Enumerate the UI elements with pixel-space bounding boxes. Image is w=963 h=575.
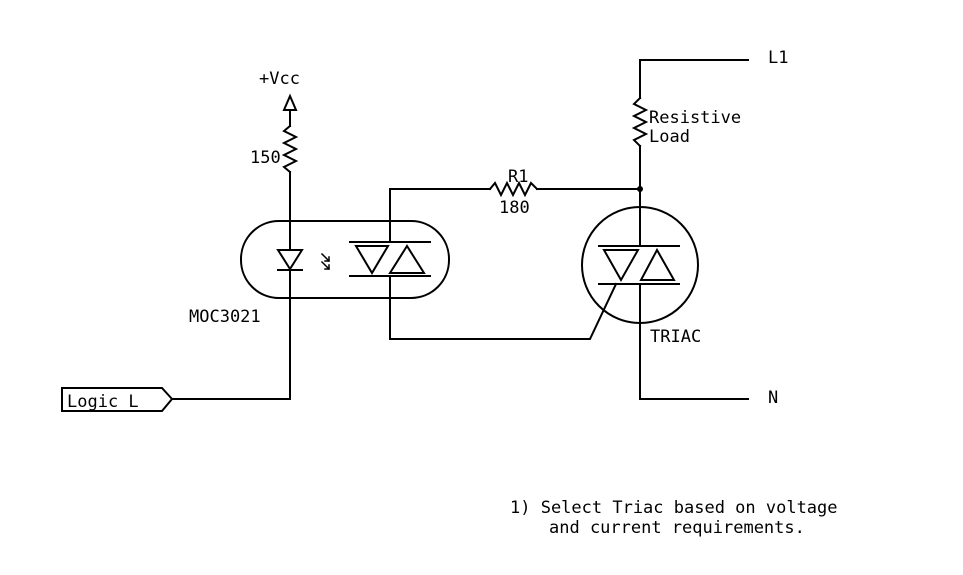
wire-led-to-logic xyxy=(171,269,291,400)
optocoupler-package xyxy=(240,220,450,299)
wire-opto-to-r1 xyxy=(389,188,491,243)
triac-label: TRIAC xyxy=(650,327,701,347)
resistor-r1 xyxy=(488,180,539,198)
resistive-load xyxy=(631,96,649,148)
logic-input-flag xyxy=(61,387,174,412)
n-label: N xyxy=(768,388,778,408)
r1-value: 180 xyxy=(499,198,530,218)
l1-label: L1 xyxy=(768,48,788,68)
vcc-label: +Vcc xyxy=(259,69,300,89)
light-emission-icon xyxy=(320,252,331,271)
optocoupler-label: MOC3021 xyxy=(189,307,261,327)
note-line2: and current requirements. xyxy=(549,518,805,538)
load-label-line2: Load xyxy=(649,127,690,147)
note-line1: 1) Select Triac based on voltage xyxy=(510,498,838,518)
opto-triac-symbol xyxy=(349,241,431,277)
triac-symbol xyxy=(598,245,680,285)
load-label-line1: Resistive xyxy=(649,108,741,128)
led-symbol xyxy=(276,249,304,271)
logic-input-label: Logic L xyxy=(67,392,139,412)
r1-name: R1 xyxy=(508,167,528,187)
resistor-150 xyxy=(281,124,299,174)
wire-n xyxy=(639,283,749,400)
wire-opto-to-gate xyxy=(389,275,618,340)
wire-l1 xyxy=(639,59,749,99)
vcc-supply-symbol xyxy=(282,93,298,127)
resistor-150-value: 150 xyxy=(250,148,281,168)
